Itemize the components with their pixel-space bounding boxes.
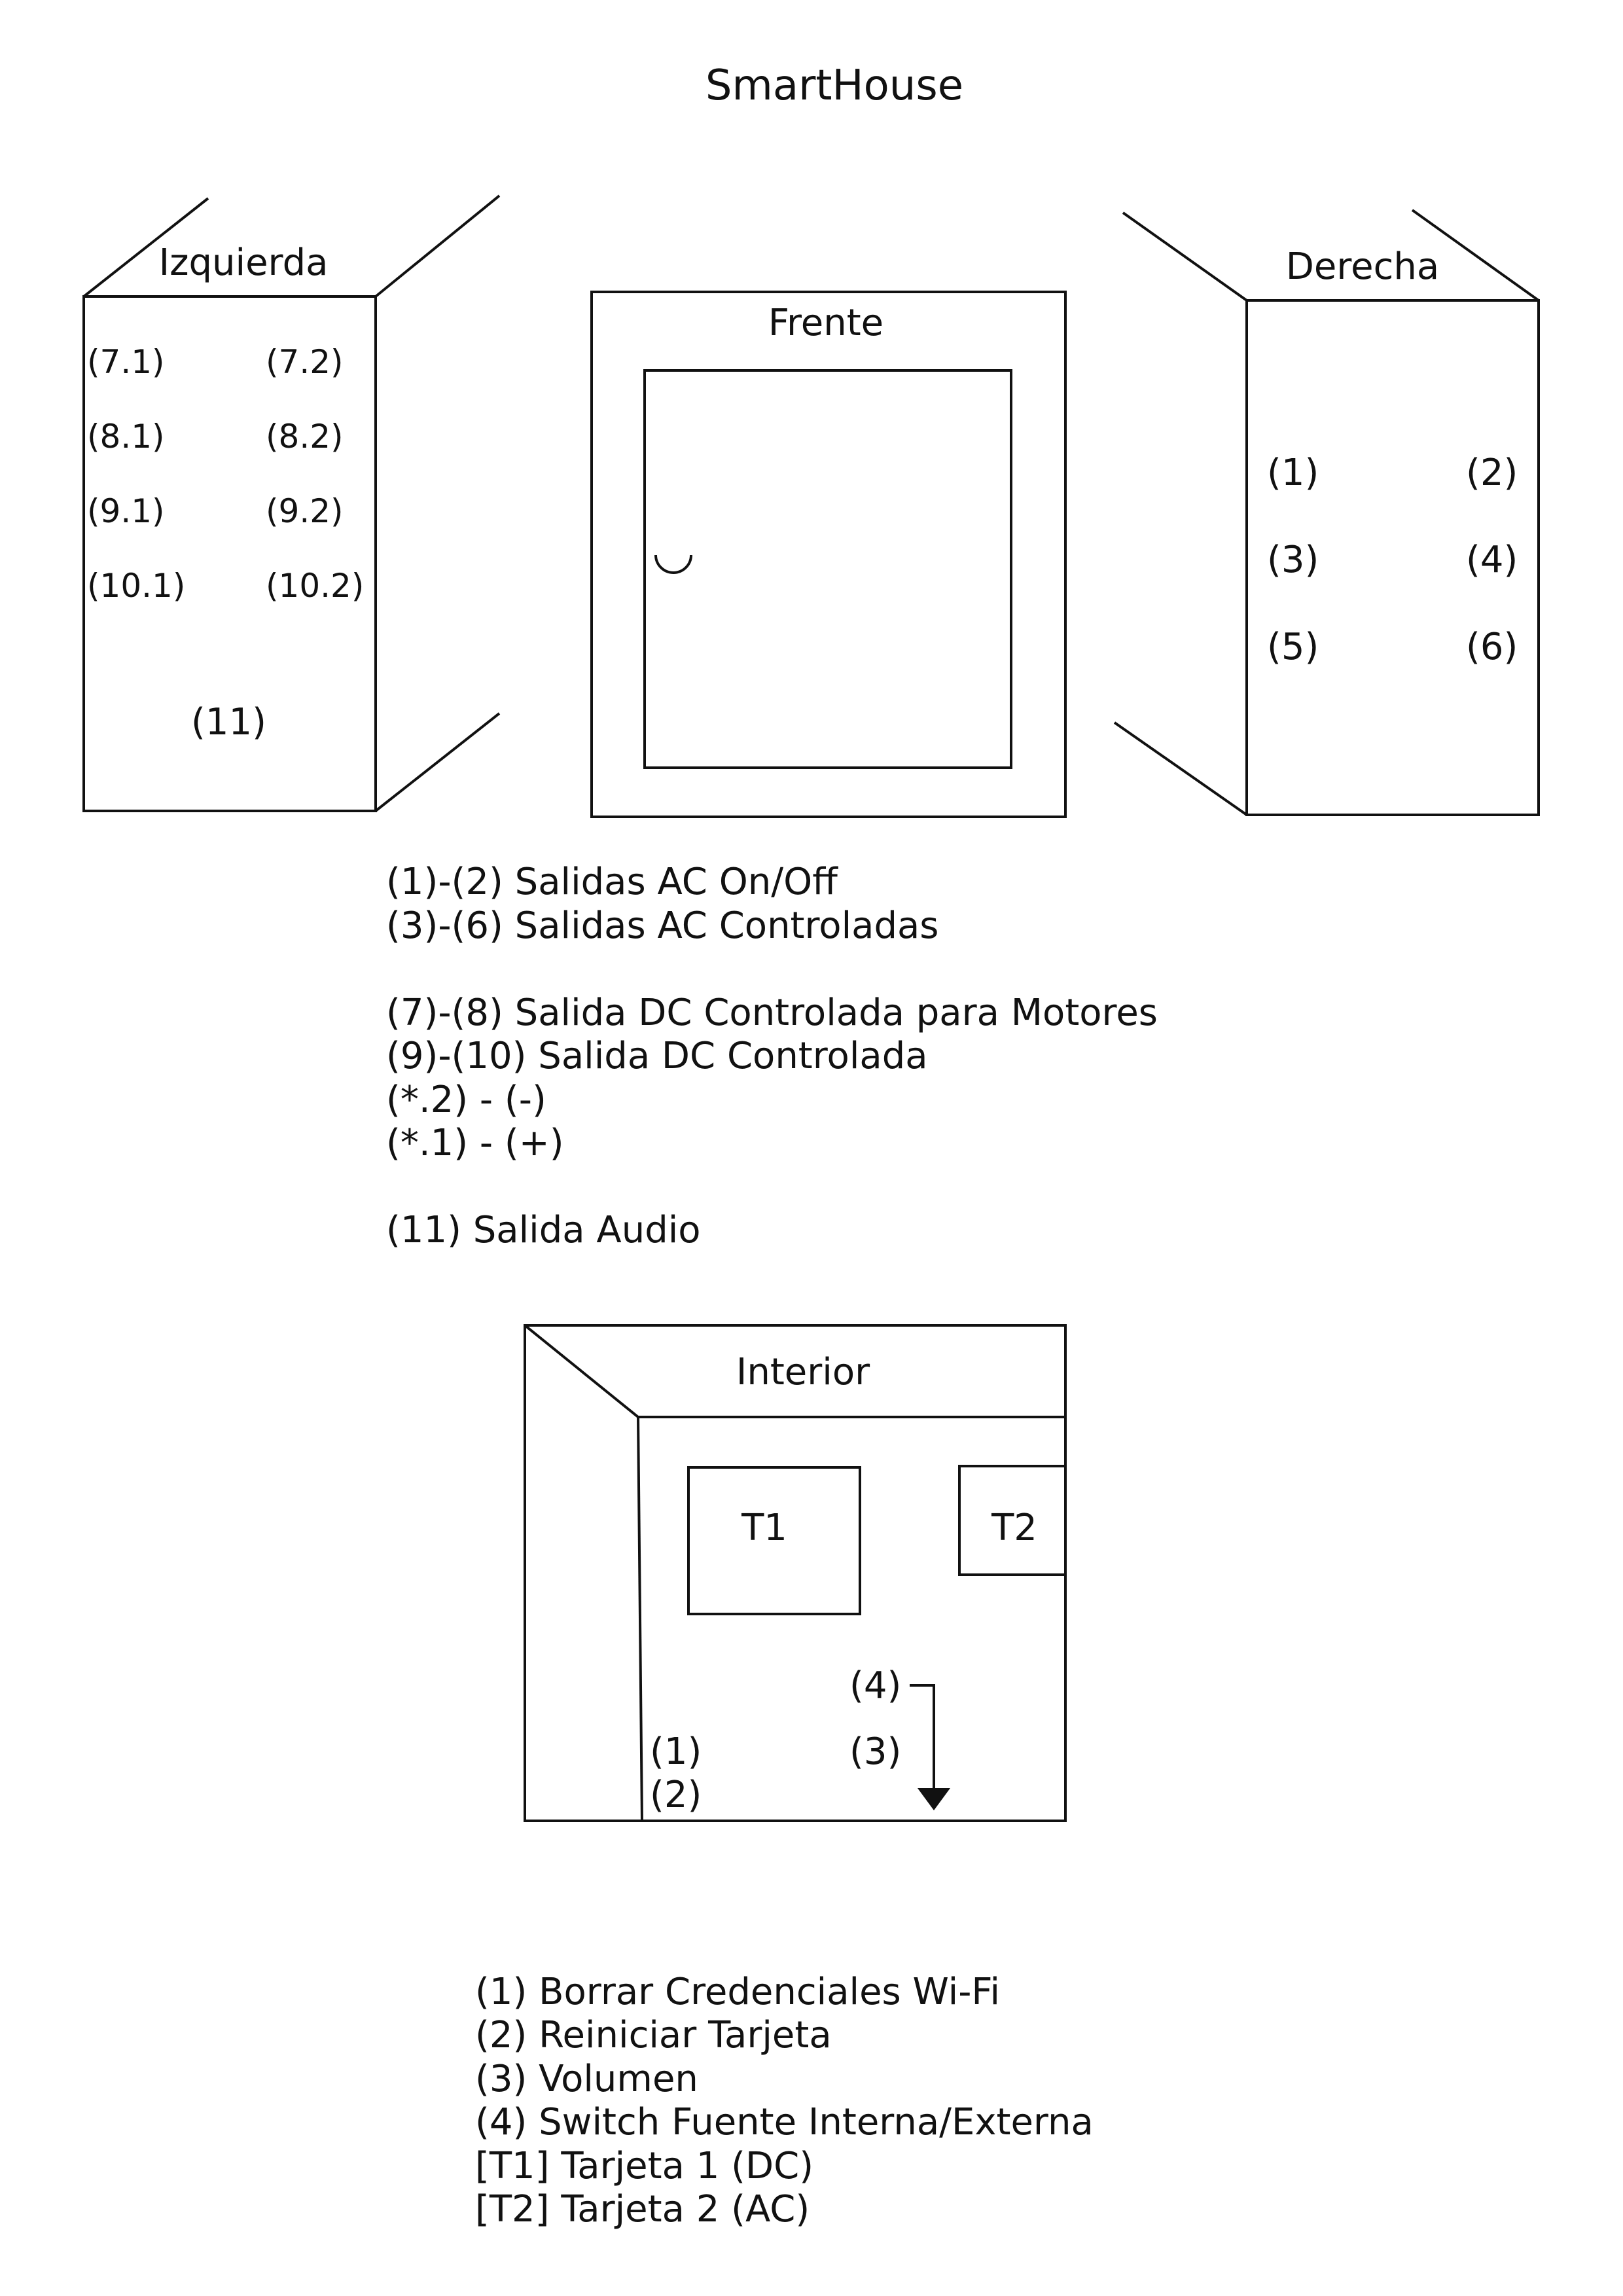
outputs-legend: (1)-(2) Salidas AC On/Off (3)-(6) Salida… xyxy=(386,861,1158,1251)
switch-arrow-line xyxy=(910,1684,935,1792)
left-panel-label: Izquierda xyxy=(159,242,329,284)
legend-outputs-item: (9)-(10) Salida DC Controlada xyxy=(386,1035,928,1077)
front-panel-label: Frente xyxy=(768,302,883,344)
terminal-7-1: (7.1) xyxy=(87,343,165,381)
interior-enclosure xyxy=(524,1324,1067,1822)
right-panel-edge-bottom-left xyxy=(1113,721,1248,816)
terminal-8-2: (8.2) xyxy=(266,418,344,456)
interior-panel: Interior T1 T2 (1) (2) (3) (4) xyxy=(524,1324,1067,1822)
outlet-1: (1) xyxy=(1267,452,1319,494)
front-panel-frame xyxy=(590,291,1067,818)
interior-edge-vertical xyxy=(637,1416,643,1821)
legend-outputs-item: (*.1) - (+) xyxy=(386,1122,564,1164)
board-t1 xyxy=(687,1466,861,1615)
interior-legend: (1) Borrar Credenciales Wi-Fi (2) Reinic… xyxy=(475,1971,1094,2231)
board-t1-label: T1 xyxy=(741,1507,787,1549)
control-3: (3) xyxy=(849,1731,901,1773)
control-4: (4) xyxy=(849,1664,901,1707)
left-panel-edge-top-right xyxy=(374,194,501,298)
terminal-9-1: (9.1) xyxy=(87,492,165,530)
interior-edge-diagonal xyxy=(524,1324,639,1418)
right-panel-edge-top-right xyxy=(1411,209,1540,302)
legend-interior-item: (4) Switch Fuente Interna/Externa xyxy=(475,2101,1094,2144)
terminal-10-2: (10.2) xyxy=(266,567,364,605)
control-2: (2) xyxy=(650,1774,702,1816)
legend-interior-item: [T1] Tarjeta 1 (DC) xyxy=(475,2145,813,2187)
left-panel-edge-top-left xyxy=(82,197,209,298)
terminal-9-2: (9.2) xyxy=(266,492,344,530)
legend-outputs-item: (*.2) - (-) xyxy=(386,1079,546,1121)
audio-output-label: (11) xyxy=(191,701,266,744)
right-panel-face xyxy=(1245,299,1540,816)
terminal-8-1: (8.1) xyxy=(87,418,165,456)
legend-interior-item: (2) Reiniciar Tarjeta xyxy=(475,2014,832,2056)
right-panel-label: Derecha xyxy=(1286,245,1439,288)
outlet-4: (4) xyxy=(1466,539,1518,581)
switch-arrow-head-icon xyxy=(918,1788,950,1810)
door-handle-icon xyxy=(654,554,692,574)
control-1: (1) xyxy=(650,1731,702,1773)
legend-outputs-item: (3)-(6) Salidas AC Controladas xyxy=(386,905,938,947)
legend-interior-item: (1) Borrar Credenciales Wi-Fi xyxy=(475,1971,1000,2013)
front-panel: Frente xyxy=(590,291,1067,818)
outlet-5: (5) xyxy=(1267,626,1319,668)
left-panel-face xyxy=(82,295,377,812)
outlet-3: (3) xyxy=(1267,539,1319,581)
legend-outputs-item: (7)-(8) Salida DC Controlada para Motore… xyxy=(386,992,1158,1034)
legend-outputs-item: (1)-(2) Salidas AC On/Off xyxy=(386,861,838,903)
terminal-10-1: (10.1) xyxy=(87,567,185,605)
left-panel-edge-bottom-right xyxy=(374,712,501,812)
outlet-2: (2) xyxy=(1466,452,1518,494)
board-t2-label: T2 xyxy=(991,1507,1037,1549)
legend-interior-item: [T2] Tarjeta 2 (AC) xyxy=(475,2188,810,2231)
left-panel: Izquierda (7.1) (7.2) (8.1) (8.2) (9.1) … xyxy=(82,194,501,812)
outlet-6: (6) xyxy=(1466,626,1518,668)
board-t2 xyxy=(958,1465,1067,1576)
legend-interior-item: (3) Volumen xyxy=(475,2058,698,2100)
right-panel-edge-top-left xyxy=(1122,211,1248,302)
right-panel: Derecha (1) (2) (3) (4) (5) (6) xyxy=(1113,209,1540,816)
front-door xyxy=(643,369,1012,769)
legend-outputs-item: (11) Salida Audio xyxy=(386,1209,701,1251)
page-title: SmartHouse xyxy=(705,62,963,110)
interior-label: Interior xyxy=(736,1351,870,1393)
terminal-7-2: (7.2) xyxy=(266,343,344,381)
